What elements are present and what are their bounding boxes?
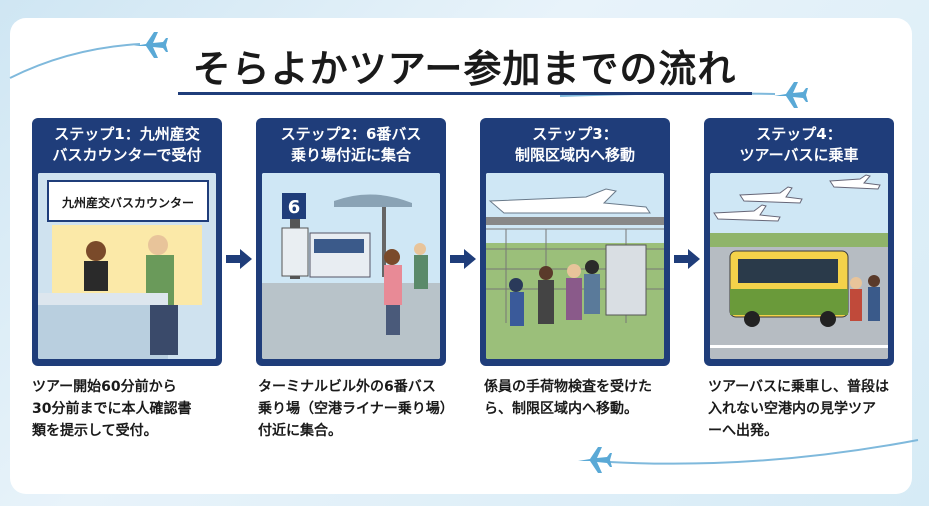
airplane-icon xyxy=(134,32,168,58)
arrow-right-icon xyxy=(674,249,700,269)
step-2-header-line1: ステップ2：6番バス xyxy=(280,125,422,143)
step-3-header-line1: ステップ3： xyxy=(532,125,618,143)
step-2-header-line2: 乗り場付近に集合 xyxy=(290,146,411,164)
step-1-desc-line1: ツアー開始60分前から xyxy=(32,379,177,395)
step-1-header: ステップ1：九州産交 バスカウンターで受付 xyxy=(32,118,222,172)
arrow-right-icon xyxy=(450,249,476,269)
step-3-header: ステップ3： 制限区域内へ移動 xyxy=(480,118,670,172)
step-2-desc-line3: 付近に集合。 xyxy=(258,423,342,439)
airplane-icon xyxy=(578,447,612,473)
step-2-description: ターミナルビル外の6番バス 乗り場（空港ライナー乗り場） 付近に集合。 xyxy=(258,376,458,442)
step-3-header-line2: 制限区域内へ移動 xyxy=(514,146,635,164)
step-4-header-line1: ステップ4： xyxy=(756,125,842,143)
step-4-header-line2: ツアーバスに乗車 xyxy=(739,146,859,164)
step-4-desc-line1: ツアーバスに乗車し、普段は xyxy=(708,379,890,395)
page-title: そらよかツアー参加までの流れ xyxy=(192,47,737,91)
step-2-desc-line2: 乗り場（空港ライナー乗り場） xyxy=(258,401,454,417)
step-4-description: ツアーバスに乗車し、普段は 入れない空港内の見学ツア ーへ出発。 xyxy=(708,376,908,442)
step-1-header-line2: バスカウンターで受付 xyxy=(52,146,202,164)
step-4-desc-line2: 入れない空港内の見学ツア xyxy=(708,401,876,417)
bus-stop-number: 6 xyxy=(288,197,301,218)
step-4-illustration xyxy=(710,173,888,359)
step-3-card: ステップ3： 制限区域内へ移動 xyxy=(480,118,670,366)
step-2-desc-line1: ターミナルビル外の6番バス xyxy=(258,379,436,395)
step-1-header-line1: ステップ1：九州産交 xyxy=(54,125,200,143)
step-2-card: ステップ2：6番バス 乗り場付近に集合 6 xyxy=(256,118,446,366)
step-1-card: ステップ1：九州産交 バスカウンターで受付 九州産交バスカウンター xyxy=(32,118,222,366)
step-3-desc-line2: ら、制限区域内へ移動。 xyxy=(484,401,638,417)
airplane-icon xyxy=(774,82,808,108)
counter-sign: 九州産交バスカウンター xyxy=(61,195,194,210)
title-underline xyxy=(178,92,752,95)
step-2-illustration: 6 xyxy=(262,173,440,359)
step-4-header: ステップ4： ツアーバスに乗車 xyxy=(704,118,894,172)
step-1-desc-line2: 30分前までに本人確認書 xyxy=(32,401,192,417)
step-1-illustration: 九州産交バスカウンター xyxy=(38,173,216,359)
arrow-right-icon xyxy=(226,249,252,269)
step-1-description: ツアー開始60分前から 30分前までに本人確認書 類を提示して受付。 xyxy=(32,376,232,442)
step-3-description: 係員の手荷物検査を受けた ら、制限区域内へ移動。 xyxy=(484,376,684,420)
step-3-desc-line1: 係員の手荷物検査を受けた xyxy=(484,379,652,395)
step-1-desc-line3: 類を提示して受付。 xyxy=(32,423,158,439)
step-4-desc-line3: ーへ出発。 xyxy=(708,423,778,439)
step-2-header: ステップ2：6番バス 乗り場付近に集合 xyxy=(256,118,446,172)
step-4-card: ステップ4： ツアーバスに乗車 xyxy=(704,118,894,366)
step-3-illustration xyxy=(486,173,664,359)
